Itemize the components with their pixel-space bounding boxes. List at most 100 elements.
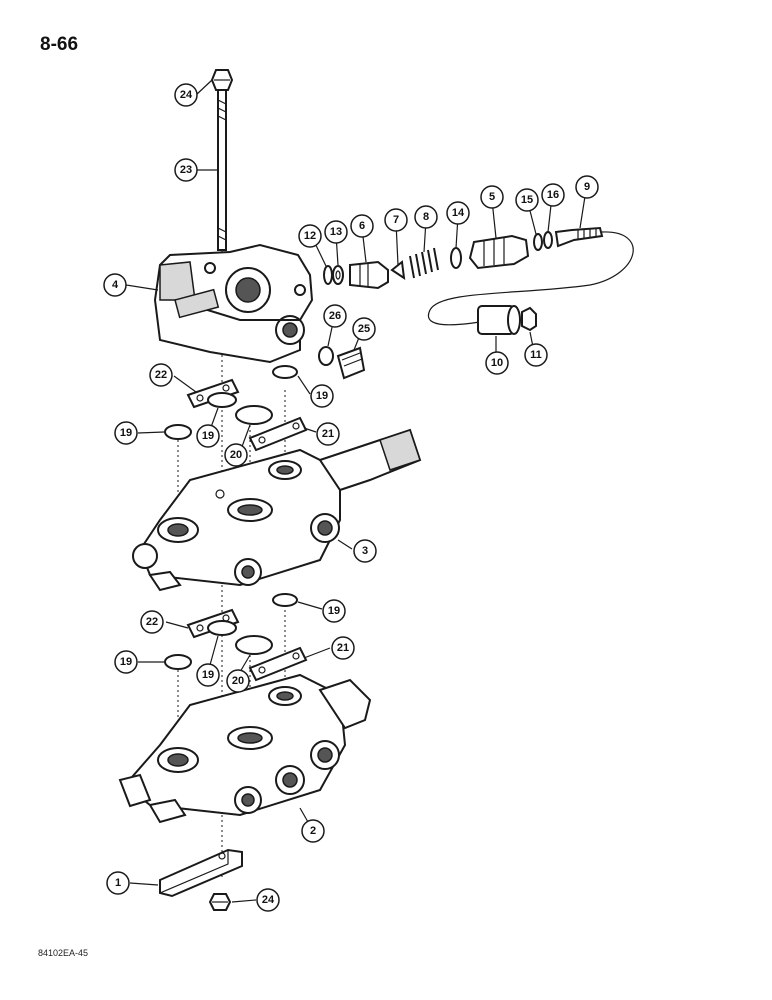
washer-13-part bbox=[332, 265, 344, 285]
oring-19-upper-b bbox=[272, 365, 298, 379]
svg-text:22: 22 bbox=[146, 616, 158, 628]
oring-14-part bbox=[450, 247, 462, 269]
cone-7-part bbox=[390, 260, 406, 281]
svg-text:4: 4 bbox=[112, 279, 119, 291]
svg-text:22: 22 bbox=[155, 369, 167, 381]
adjuster-9-part bbox=[554, 226, 604, 248]
svg-text:6: 6 bbox=[359, 220, 365, 232]
oring-19-upper-c bbox=[164, 424, 192, 440]
gasket-22-upper-part bbox=[186, 378, 240, 409]
callout-20-upper: 20 bbox=[224, 443, 248, 467]
backup-ring-16-part bbox=[543, 231, 553, 249]
callout-24-top: 24 bbox=[174, 83, 198, 107]
callout-11: 11 bbox=[524, 343, 548, 367]
svg-text:19: 19 bbox=[316, 390, 328, 402]
loop-line bbox=[427, 231, 634, 326]
svg-text:19: 19 bbox=[328, 605, 340, 617]
callout-21-lower: 21 bbox=[331, 636, 355, 660]
svg-text:15: 15 bbox=[521, 194, 533, 206]
page-number: 8-66 bbox=[40, 34, 79, 55]
end-cover-part bbox=[153, 243, 314, 364]
callout-14: 14 bbox=[446, 201, 470, 225]
poppet-6-part bbox=[349, 260, 389, 290]
oring-19-lower-c bbox=[164, 654, 192, 670]
svg-text:24: 24 bbox=[180, 89, 193, 101]
callout-8: 8 bbox=[414, 205, 438, 229]
oring-20-lower bbox=[235, 635, 273, 655]
callout-6: 6 bbox=[350, 214, 374, 238]
svg-text:19: 19 bbox=[120, 656, 132, 668]
callout-4: 4 bbox=[103, 273, 127, 297]
svg-text:2: 2 bbox=[310, 825, 316, 837]
svg-text:5: 5 bbox=[489, 191, 495, 203]
svg-text:13: 13 bbox=[330, 226, 342, 238]
svg-text:7: 7 bbox=[393, 214, 399, 226]
svg-text:16: 16 bbox=[547, 189, 559, 201]
callout-1: 1 bbox=[106, 871, 130, 895]
oring-19-upper-a bbox=[207, 392, 237, 408]
callout-23: 23 bbox=[174, 158, 198, 182]
cap-10-part bbox=[477, 305, 521, 335]
svg-text:24: 24 bbox=[262, 894, 275, 906]
nut-top-part bbox=[210, 69, 234, 91]
svg-text:19: 19 bbox=[120, 427, 132, 439]
oring-19-lower-a bbox=[207, 620, 237, 636]
oring-15-part bbox=[533, 233, 543, 251]
svg-text:3: 3 bbox=[362, 545, 368, 557]
svg-text:11: 11 bbox=[530, 349, 542, 361]
callout-21-upper: 21 bbox=[316, 422, 340, 446]
svg-text:26: 26 bbox=[329, 310, 341, 322]
callout-19-upper-mid: 19 bbox=[196, 424, 220, 448]
svg-text:10: 10 bbox=[491, 357, 503, 369]
callout-25: 25 bbox=[352, 317, 376, 341]
oring-19-lower-b bbox=[272, 593, 298, 607]
callout-13: 13 bbox=[324, 220, 348, 244]
svg-text:21: 21 bbox=[322, 428, 334, 440]
callout-5: 5 bbox=[480, 185, 504, 209]
svg-text:19: 19 bbox=[202, 430, 214, 442]
tie-rod-part bbox=[217, 89, 227, 251]
callout-16: 16 bbox=[541, 183, 565, 207]
nut-11-part bbox=[521, 306, 537, 332]
oring-26-part bbox=[318, 346, 334, 366]
callout-2: 2 bbox=[301, 819, 325, 843]
plug-25-part bbox=[336, 346, 366, 380]
callout-12: 12 bbox=[298, 224, 322, 248]
spring-8-part bbox=[409, 247, 439, 279]
callout-19-lower-right: 19 bbox=[322, 599, 346, 623]
callout-10: 10 bbox=[485, 351, 509, 375]
svg-text:23: 23 bbox=[180, 164, 192, 176]
callout-24-bottom: 24 bbox=[256, 888, 280, 912]
gasket-21-upper-part bbox=[248, 416, 308, 452]
svg-text:19: 19 bbox=[202, 669, 214, 681]
gasket-21-lower-part bbox=[248, 646, 308, 682]
valve-section-3-part bbox=[132, 428, 422, 592]
svg-text:20: 20 bbox=[230, 449, 242, 461]
valve-section-2-part bbox=[118, 673, 372, 824]
svg-text:21: 21 bbox=[337, 642, 349, 654]
figure-code: 84102EA-45 bbox=[38, 948, 89, 958]
bracket-1-part bbox=[159, 848, 243, 898]
callout-15: 15 bbox=[515, 188, 539, 212]
svg-text:12: 12 bbox=[304, 230, 316, 242]
svg-text:9: 9 bbox=[584, 181, 590, 193]
svg-text:20: 20 bbox=[232, 675, 244, 687]
callout-19-lower-mid: 19 bbox=[196, 663, 220, 687]
callout-19-upper-right: 19 bbox=[310, 384, 334, 408]
svg-text:14: 14 bbox=[452, 207, 465, 219]
callout-22-lower: 22 bbox=[140, 610, 164, 634]
callout-20-lower: 20 bbox=[226, 669, 250, 693]
callout-9: 9 bbox=[575, 175, 599, 199]
nut-bottom-part bbox=[208, 893, 232, 911]
svg-text:25: 25 bbox=[358, 323, 370, 335]
callout-19-lower-left: 19 bbox=[114, 650, 138, 674]
svg-text:1: 1 bbox=[115, 877, 121, 889]
callout-26: 26 bbox=[323, 304, 347, 328]
callout-19-upper-left: 19 bbox=[114, 421, 138, 445]
svg-text:8: 8 bbox=[423, 211, 429, 223]
oring-20-upper bbox=[235, 405, 273, 425]
body-5-part bbox=[468, 234, 530, 270]
callout-7: 7 bbox=[384, 208, 408, 232]
callout-3: 3 bbox=[353, 539, 377, 563]
